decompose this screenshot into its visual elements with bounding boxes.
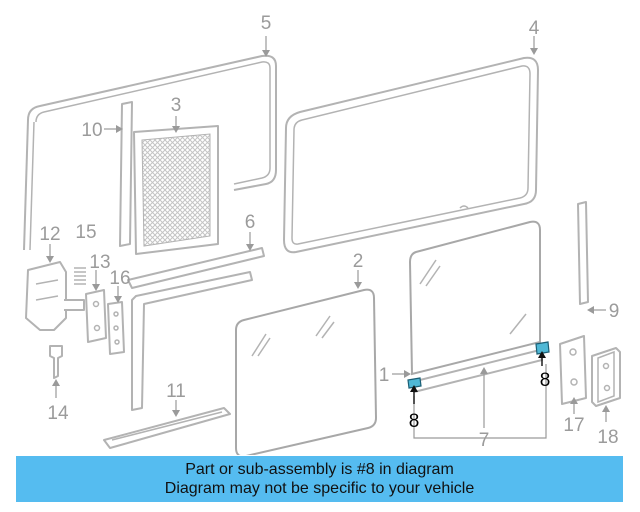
part-3-vent-glass[interactable] <box>133 125 219 255</box>
callout-6: 6 <box>245 212 256 233</box>
callout-9: 9 <box>609 301 620 322</box>
part-10-strip[interactable] <box>119 101 133 247</box>
callout-15: 15 <box>75 222 96 243</box>
part-6-channel[interactable] <box>127 247 265 289</box>
callout-11: 11 <box>166 381 186 402</box>
callout-4: 4 <box>529 18 540 39</box>
callout-7: 7 <box>479 430 490 451</box>
part-guide-frame[interactable] <box>131 271 253 411</box>
parts-diagram: 5 4 3 10 6 12 15 13 16 2 1 9 11 14 17 18… <box>23 13 621 455</box>
callout-8-left: 8 <box>409 411 420 432</box>
callout-17: 17 <box>563 415 584 436</box>
part-16-plate[interactable] <box>107 301 125 355</box>
part-18-block[interactable] <box>591 347 621 407</box>
callout-13: 13 <box>89 252 110 273</box>
part-13-bracket[interactable] <box>85 289 107 343</box>
banner-line-1: Part or sub-assembly is #8 in diagram <box>185 461 454 478</box>
callout-16: 16 <box>109 268 130 289</box>
info-banner: Part or sub-assembly is #8 in diagram Di… <box>16 456 623 502</box>
callout-2: 2 <box>353 251 364 272</box>
part-14-pin[interactable] <box>49 345 63 379</box>
banner-line-2: Diagram may not be specific to your vehi… <box>164 480 475 497</box>
leader-lines <box>46 36 610 439</box>
callout-14: 14 <box>47 403 69 424</box>
part-4-large-window[interactable] <box>283 56 539 254</box>
part-2-sliding-glass[interactable] <box>235 288 378 455</box>
part-8-clip-right[interactable] <box>535 341 550 355</box>
callout-3: 3 <box>171 95 182 116</box>
part-11-track[interactable] <box>103 407 231 449</box>
part-12-latch-housing[interactable] <box>25 261 85 331</box>
callout-12: 12 <box>39 224 60 245</box>
callout-5: 5 <box>261 13 272 34</box>
part-8-clip-left[interactable] <box>407 377 422 389</box>
callout-1: 1 <box>379 365 390 386</box>
part-9-strip[interactable] <box>577 201 589 305</box>
part-15-spring[interactable] <box>74 267 86 285</box>
part-17-plate[interactable] <box>559 335 587 405</box>
part-1-window-glass[interactable] <box>408 220 541 376</box>
callout-labels: 5 4 3 10 6 12 15 13 16 2 1 9 11 14 17 18… <box>39 13 619 451</box>
callout-8-right: 8 <box>540 370 551 391</box>
callout-10: 10 <box>81 120 102 141</box>
callout-18: 18 <box>597 427 618 448</box>
